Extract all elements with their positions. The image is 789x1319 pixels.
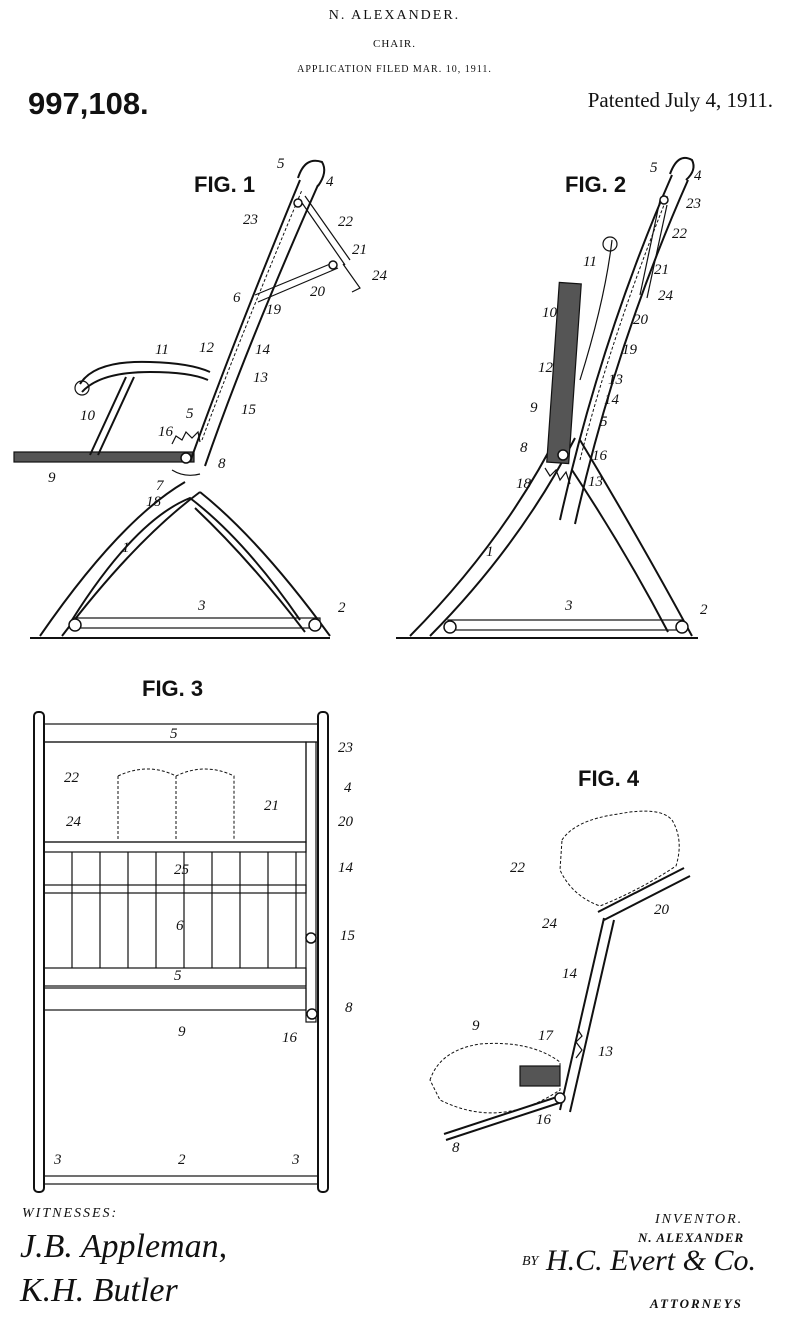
fig2-label: 10 — [542, 305, 557, 321]
fig1-label: 18 — [146, 494, 161, 510]
witness-2-signature: K.H. Butler — [20, 1272, 178, 1309]
fig3-label: 6 — [176, 918, 184, 934]
witness-1-signature: J.B. Appleman, — [20, 1228, 228, 1265]
fig2-label: 3 — [565, 598, 573, 614]
fig3-label: 21 — [264, 798, 279, 814]
fig2-label: 1 — [486, 544, 494, 560]
attorneys-label: ATTORNEYS — [650, 1296, 743, 1311]
patent-title: CHAIR. — [373, 38, 416, 50]
fig3-label: 3 — [54, 1152, 62, 1168]
fig4-label: 24 — [542, 916, 557, 932]
application-filed-line: APPLICATION FILED MAR. 10, 1911. — [297, 64, 492, 75]
fig2-label: 12 — [538, 360, 553, 376]
fig1-label: 22 — [338, 214, 353, 230]
fig3-label: 3 — [292, 1152, 300, 1168]
fig2-label: 11 — [583, 254, 597, 270]
fig4-label: 20 — [654, 902, 669, 918]
fig1-label: 12 — [199, 340, 214, 356]
fig3-label: 4 — [344, 780, 352, 796]
fig2-label: 19 — [622, 342, 637, 358]
inventor-label: INVENTOR. — [655, 1212, 744, 1227]
fig4-label: 9 — [472, 1018, 480, 1034]
fig3-label: 25 — [174, 862, 189, 878]
fig3-label: 5 — [174, 968, 182, 984]
patented-date: Patented July 4, 1911. — [587, 88, 773, 112]
fig3-label: 24 — [66, 814, 81, 830]
fig1-label: 7 — [156, 478, 164, 494]
fig2-label: 22 — [672, 226, 687, 242]
patent-number: 997,108. — [28, 86, 149, 121]
fig1-label: 6 — [233, 290, 241, 306]
fig4-title: FIG. 4 — [578, 766, 640, 791]
fig1-label: 24 — [372, 268, 387, 284]
patent-inventor-header: N. ALEXANDER. — [328, 8, 461, 23]
fig1-label: 1 — [122, 540, 130, 556]
fig2-title: FIG. 2 — [565, 172, 627, 197]
fig3-label: 23 — [338, 740, 353, 756]
fig3-label: 15 — [340, 928, 355, 944]
fig3-label: 16 — [282, 1030, 297, 1046]
fig3-label: 20 — [338, 814, 353, 830]
fig1-label: 21 — [352, 242, 367, 258]
fig2-label: 5 — [650, 160, 658, 176]
fig1-label: 8 — [218, 456, 226, 472]
fig1-label: 23 — [243, 212, 258, 228]
fig2-label: 13 — [608, 372, 623, 388]
fig4-label: 17 — [538, 1028, 553, 1044]
fig4-label: 13 — [598, 1044, 613, 1060]
fig2-label: 20 — [633, 312, 648, 328]
fig1-label: 15 — [241, 402, 256, 418]
fig2-label: 2 — [700, 602, 708, 618]
fig3-label: 9 — [178, 1024, 186, 1040]
fig2-label: 21 — [654, 262, 669, 278]
fig4-label: 16 — [536, 1112, 551, 1128]
fig3-label: 2 — [178, 1152, 186, 1168]
fig2-label: 4 — [694, 168, 702, 184]
fig1-label: 5 — [186, 406, 194, 422]
fig1-label: 2 — [338, 600, 346, 616]
fig1-label: 4 — [326, 174, 334, 190]
fig2-label: 13 — [588, 474, 603, 490]
fig3-label: 14 — [338, 860, 353, 876]
by-label: BY — [522, 1254, 539, 1269]
fig2-label: 9 — [530, 400, 538, 416]
fig1-label: 16 — [158, 424, 173, 440]
fig2-label: 16 — [592, 448, 607, 464]
fig1-label: 20 — [310, 284, 325, 300]
fig2-label: 24 — [658, 288, 673, 304]
fig3-label: 8 — [345, 1000, 353, 1016]
witnesses-label: WITNESSES: — [22, 1206, 119, 1221]
fig4-label: 22 — [510, 860, 525, 876]
fig2-drawing — [396, 156, 698, 639]
fig2-label: 23 — [686, 196, 701, 212]
fig1-label: 10 — [80, 408, 95, 424]
attorney-signature: H.C. Evert & Co. — [546, 1244, 756, 1277]
fig1-drawing — [13, 159, 361, 639]
fig2-label: 14 — [604, 392, 619, 408]
fig2-label: 18 — [516, 476, 531, 492]
fig1-title: FIG. 1 — [194, 172, 256, 197]
fig4-label: 8 — [452, 1140, 460, 1156]
fig3-drawing — [33, 711, 329, 1193]
fig1-label: 19 — [266, 302, 281, 318]
fig2-label: 5 — [600, 414, 608, 430]
fig3-label: 22 — [64, 770, 79, 786]
inventor-name: N. ALEXANDER — [638, 1230, 745, 1245]
fig1-label: 3 — [198, 598, 206, 614]
fig3-title: FIG. 3 — [142, 676, 204, 701]
fig1-label: 5 — [277, 156, 285, 172]
fig2-label: 8 — [520, 440, 528, 456]
fig4-label: 14 — [562, 966, 577, 982]
fig3-label: 5 — [170, 726, 178, 742]
fig4-drawing — [429, 810, 691, 1141]
fig1-label: 14 — [255, 342, 270, 358]
fig1-label: 9 — [48, 470, 56, 486]
fig1-label: 13 — [253, 370, 268, 386]
fig1-label: 11 — [155, 342, 169, 358]
